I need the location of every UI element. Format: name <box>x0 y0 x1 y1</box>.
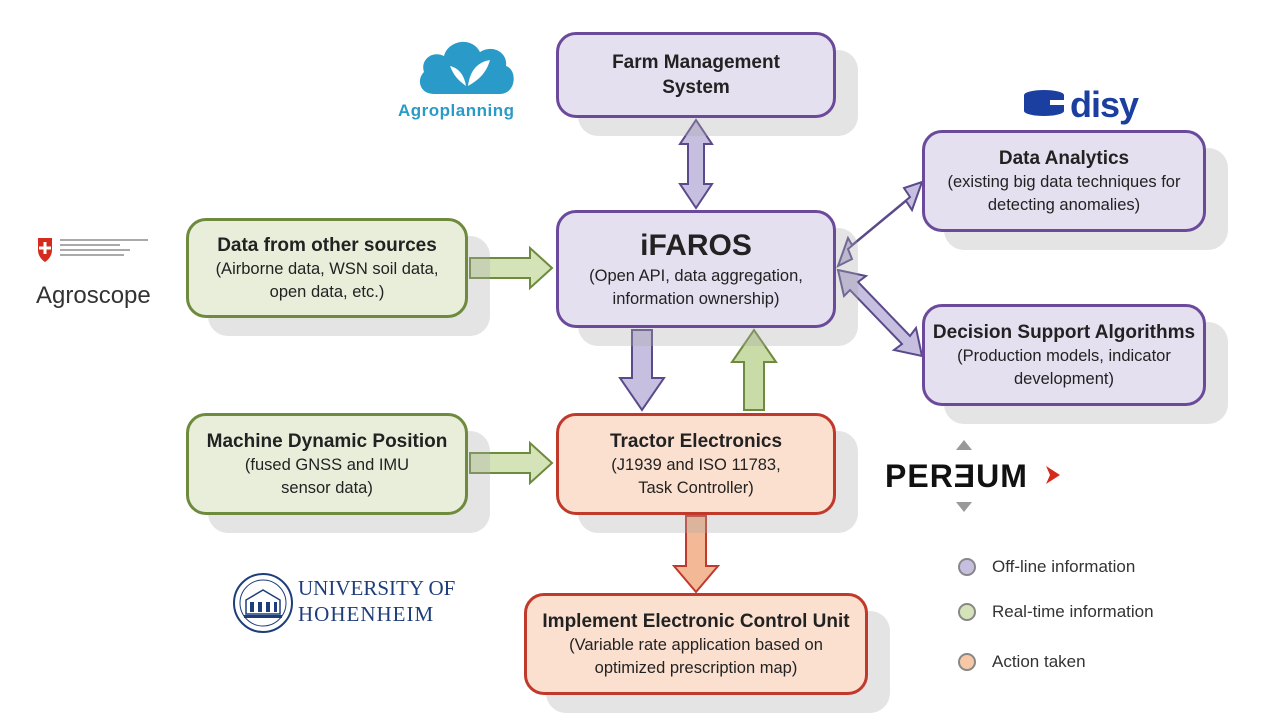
data-analytics-line1: (existing big data techniques for <box>947 172 1181 191</box>
agroscope-logo-text: Agroscope <box>36 282 151 309</box>
legend-offline-label: Off-line information <box>992 557 1136 576</box>
arrow-ifaros-dsa <box>836 268 924 358</box>
university-logo-line2: HOHENHEIM <box>298 602 435 626</box>
arrow-mdp-tractor <box>469 440 554 486</box>
arrow-tractor-ifaros <box>730 328 778 411</box>
legend-action-dot-icon <box>958 653 976 671</box>
legend-item-offline: Off-line information <box>958 557 1135 577</box>
other-sources-line1: (Airborne data, WSN soil data, <box>215 259 439 278</box>
decision-support-line2: development) <box>1014 369 1114 388</box>
disy-logo-icon <box>1024 90 1068 116</box>
decision-support-title: Decision Support Algorithms <box>932 321 1196 343</box>
agroplanning-logo-text: Agroplanning <box>398 101 515 120</box>
arrow-fms-ifaros <box>678 118 714 210</box>
legend-item-action: Action taken <box>958 652 1086 672</box>
data-analytics-line2: detecting anomalies) <box>987 195 1141 214</box>
arrow-tractor-iecu <box>671 515 721 594</box>
agroplanning-cloud-icon <box>419 41 514 94</box>
implement-ecu-box: Implement Electronic Control Unit (Varia… <box>524 593 868 695</box>
ifaros-line1: (Open API, data aggregation, <box>589 267 803 285</box>
ifaros-title: iFAROS <box>640 229 752 262</box>
legend-offline-dot-icon <box>958 558 976 576</box>
data-analytics-box: Data Analytics (existing big data techni… <box>922 130 1206 232</box>
decision-support-box: Decision Support Algorithms (Production … <box>922 304 1206 406</box>
fms-title: Farm Management <box>612 52 780 73</box>
tractor-line2: Task Controller) <box>638 478 754 497</box>
legend-action-label: Action taken <box>992 652 1086 671</box>
mdp-title: Machine Dynamic Position <box>206 430 448 452</box>
mdp-line1: (fused GNSS and IMU <box>244 455 410 474</box>
ifaros-line2: information ownership) <box>612 290 780 308</box>
legend-realtime-label: Real-time information <box>992 602 1154 621</box>
other-sources-box: Data from other sources (Airborne data, … <box>186 218 468 318</box>
iecu-line2: optimized prescription map) <box>594 658 798 677</box>
legend-item-realtime: Real-time information <box>958 602 1154 622</box>
arrow-ifaros-tractor <box>618 329 666 412</box>
perdum-chevron-icon <box>1046 466 1060 484</box>
ifaros-box: iFAROS (Open API, data aggregation, info… <box>556 210 836 328</box>
mdp-line2: sensor data) <box>281 478 373 497</box>
university-logo-line1: UNIVERSITY OF <box>298 576 456 600</box>
arrow-other-ifaros <box>469 245 554 291</box>
iecu-title: Implement Electronic Control Unit <box>542 610 850 632</box>
other-sources-title: Data from other sources <box>217 234 437 256</box>
other-sources-line2: open data, etc.) <box>269 282 385 301</box>
tractor-line1: (J1939 and ISO 11783, <box>611 455 781 474</box>
swiss-confederation-icon <box>38 238 148 262</box>
perdum-arrows-icon <box>956 440 972 512</box>
decision-support-line1: (Production models, indicator <box>957 346 1171 365</box>
legend-realtime-dot-icon <box>958 603 976 621</box>
data-analytics-title: Data Analytics <box>998 147 1130 169</box>
university-seal-icon <box>233 573 293 633</box>
perdum-logo-text: PERƎUM <box>885 458 1028 494</box>
disy-logo-text: disy <box>1070 84 1139 125</box>
arrow-ifaros-da <box>836 180 924 269</box>
iecu-line1: (Variable rate application based on <box>569 635 823 654</box>
farm-management-system-box: Farm Management System <box>556 32 836 118</box>
machine-dynamic-position-box: Machine Dynamic Position (fused GNSS and… <box>186 413 468 515</box>
tractor-title: Tractor Electronics <box>609 430 783 452</box>
fms-subtitle: System <box>662 77 730 98</box>
tractor-electronics-box: Tractor Electronics (J1939 and ISO 11783… <box>556 413 836 515</box>
